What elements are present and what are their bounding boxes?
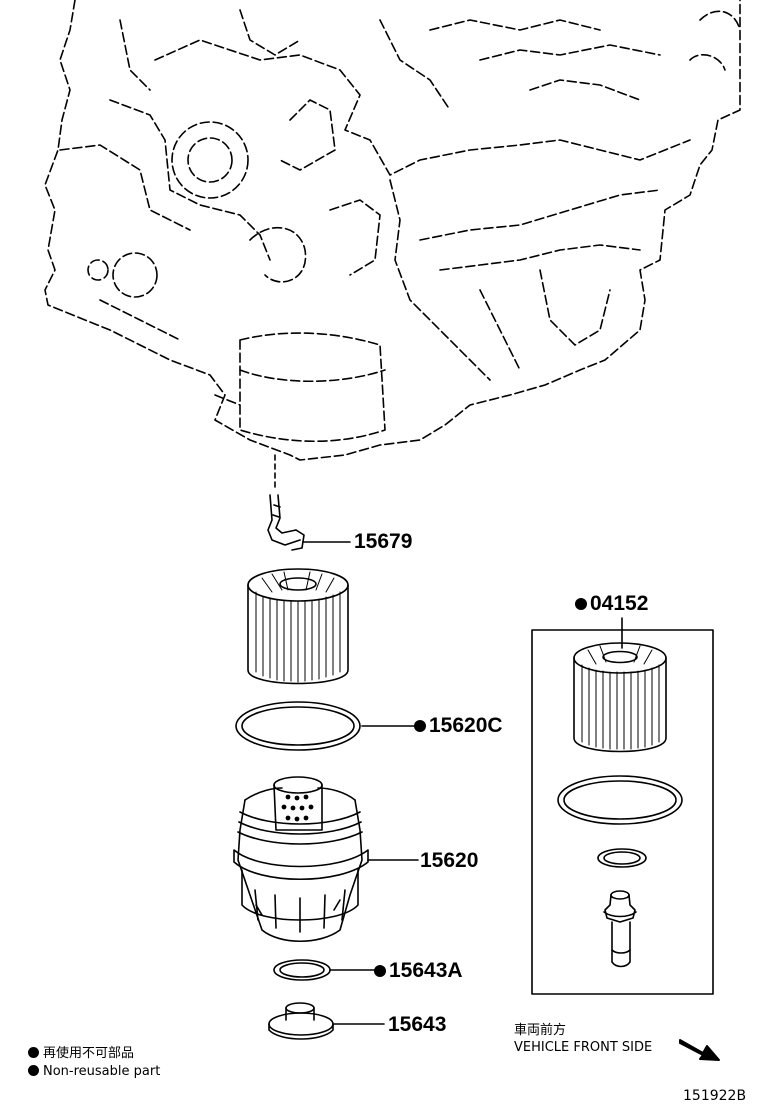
o-ring-15620c [235, 701, 361, 751]
legend-en: Non-reusable part [28, 1064, 160, 1079]
non-reusable-dot-icon [575, 598, 587, 610]
legend-dot-icon [28, 1065, 39, 1076]
part-label-15620c: 15620C [414, 714, 503, 738]
drain-tube-part [267, 494, 305, 551]
oil-filter-element-left [247, 568, 349, 685]
gasket-15643a [273, 959, 331, 981]
kit-filter-element [573, 642, 667, 753]
drain-plug-15643 [268, 1002, 334, 1040]
direction-label-en: VEHICLE FRONT SIDE [514, 1040, 653, 1055]
part-label-04152: 04152 [575, 592, 648, 616]
kit-o-ring [557, 775, 683, 825]
part-label-15620: 15620 [420, 849, 479, 872]
direction-label-jp: 車両前方 [514, 1023, 567, 1038]
front-direction-arrow-icon [679, 1039, 720, 1061]
non-reusable-dot-icon [374, 965, 386, 977]
kit-small-gasket [597, 848, 647, 868]
non-reusable-dot-icon [414, 720, 426, 732]
legend-jp: 再使用不可部品 [28, 1042, 134, 1061]
part-label-15643: 15643 [388, 1013, 447, 1036]
part-label-15679: 15679 [354, 530, 413, 553]
kit-box-04152 [531, 629, 714, 995]
figure-id: 151922B [683, 1088, 747, 1104]
part-label-15643a: 15643A [374, 959, 463, 983]
kit-drain-fitting [603, 890, 637, 968]
engine-block-outline [44, 0, 741, 461]
legend-dot-icon [28, 1047, 39, 1058]
oil-filter-cap [233, 776, 369, 943]
